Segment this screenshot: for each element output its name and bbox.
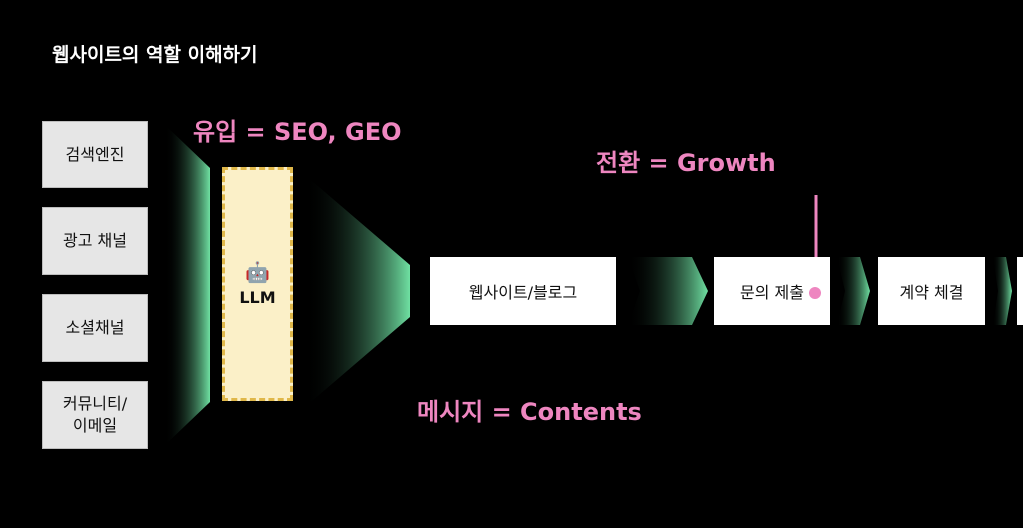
source-search-engine: 검색엔진 [42, 121, 148, 188]
llm-output-funnel [305, 175, 410, 407]
llm-label: LLM [239, 287, 276, 307]
stage-website-blog: 웹사이트/블로그 [430, 257, 616, 325]
source-ad-channel: 광고 채널 [42, 207, 148, 275]
inflow-funnel [165, 125, 210, 445]
flow-arrow-2 [837, 257, 870, 325]
page-title: 웹사이트의 역할 이해하기 [52, 44, 258, 66]
stage-next-partial [1017, 257, 1023, 325]
inflow-annotation: 유입 = SEO, GEO [193, 118, 402, 146]
llm-box: 🤖 LLM [222, 167, 293, 401]
flow-arrow-1 [628, 257, 708, 325]
source-community-email: 커뮤니티/ 이메일 [42, 381, 148, 449]
source-social-channel: 소셜채널 [42, 294, 148, 362]
stage-inquiry-label: 문의 제출 [740, 283, 804, 302]
conversion-annotation: 전환 = Growth [596, 149, 776, 177]
conversion-pointer-dot [809, 287, 821, 299]
stage-contract: 계약 체결 [878, 257, 985, 325]
message-annotation: 메시지 = Contents [417, 398, 642, 426]
flow-arrow-3 [993, 257, 1012, 325]
robot-icon: 🤖 [245, 259, 270, 284]
